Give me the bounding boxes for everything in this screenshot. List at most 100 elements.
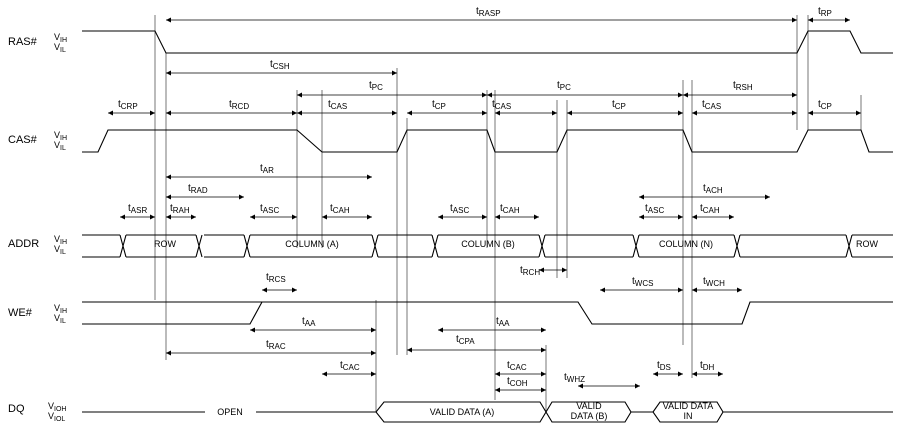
timing-wcs: tWCS xyxy=(600,276,683,293)
arrowhead xyxy=(729,214,734,220)
arrowhead xyxy=(487,92,492,98)
signal-labels: RAS# VIH VIL CAS# VIH VIL ADDR VIH VIL W… xyxy=(8,32,67,423)
arrowhead xyxy=(407,110,412,116)
arrowhead xyxy=(678,287,683,293)
timing-label: tACH xyxy=(703,183,723,195)
timing-cah1: tCAH xyxy=(322,203,372,220)
arrowhead xyxy=(495,110,500,116)
arrowhead xyxy=(534,214,539,220)
timing-asc1: tASC xyxy=(250,203,297,220)
timing-cah2: tCAH xyxy=(495,203,539,220)
timing-ach: tACH xyxy=(639,183,770,200)
timing-rch: tRCH xyxy=(520,265,567,277)
arrowhead xyxy=(639,214,644,220)
arrowhead xyxy=(678,92,683,98)
arrowhead xyxy=(541,387,546,393)
arrowhead xyxy=(166,110,171,116)
addr-column-a-label: COLUMN (A) xyxy=(285,239,339,249)
arrowhead xyxy=(239,194,244,200)
arrowhead xyxy=(191,214,196,220)
addr-bus-transition xyxy=(119,234,127,258)
timing-label: tCAC xyxy=(340,360,360,372)
timing-label: tCAS xyxy=(328,99,347,111)
timing-asc2: tASC xyxy=(438,203,487,220)
addr-bus-transition xyxy=(733,234,741,258)
arrowhead xyxy=(166,194,171,200)
arrowhead xyxy=(166,174,171,180)
timing-rac: tRAC xyxy=(166,339,376,356)
we-low-pulse xyxy=(82,301,263,325)
addr-bus-transition xyxy=(371,234,379,258)
timing-csh: tCSH xyxy=(166,59,397,76)
arrowhead xyxy=(367,214,372,220)
addr-bus-transition xyxy=(431,234,439,258)
arrowhead xyxy=(297,92,302,98)
signal-we-label: WE# xyxy=(8,307,33,319)
arrowhead xyxy=(541,347,546,353)
timing-label: tDS xyxy=(657,360,671,372)
arrowhead xyxy=(150,110,155,116)
arrowhead xyxy=(495,214,500,220)
timing-cah3: tCAH xyxy=(692,203,734,220)
timing-coh: tCOH xyxy=(495,376,546,393)
timing-label: tCAH xyxy=(500,203,520,215)
arrowhead xyxy=(808,17,813,23)
arrowhead xyxy=(692,371,697,377)
timing-label: tCRP xyxy=(118,99,138,111)
arrowhead xyxy=(108,110,113,116)
timing-label: tCAC xyxy=(507,360,527,372)
arrowhead xyxy=(600,287,605,293)
timing-cac2: tCAC xyxy=(495,360,546,377)
arrowhead xyxy=(250,214,255,220)
timing-label: tRCH xyxy=(520,265,540,277)
timing-label: tPC xyxy=(369,80,383,92)
arrowhead xyxy=(495,371,500,377)
timing-cas1: tCAS xyxy=(297,99,397,116)
addr-bus-transition xyxy=(195,234,203,258)
timing-rcs: tRCS xyxy=(262,272,297,293)
arrowhead xyxy=(539,267,544,273)
arrowhead xyxy=(765,194,770,200)
addr-row-2-label: ROW xyxy=(856,239,879,249)
addr-bus-transition xyxy=(243,234,251,258)
timing-label: tWCS xyxy=(632,276,653,288)
timing-label: tRAD xyxy=(188,183,208,195)
timing-wch: tWCH xyxy=(692,276,742,293)
timing-aa1: tAA xyxy=(250,316,376,333)
arrowhead xyxy=(692,214,697,220)
arrowhead xyxy=(166,17,171,23)
timing-aa2: tAA xyxy=(438,316,546,333)
timing-asr: tASR xyxy=(120,203,155,220)
timing-label: tAA xyxy=(302,316,316,328)
arrowhead xyxy=(495,387,500,393)
timing-label: tCAH xyxy=(700,203,720,215)
timing-label: tCP xyxy=(818,99,832,111)
arrowhead xyxy=(322,371,327,377)
arrowhead xyxy=(166,350,171,356)
arrowhead xyxy=(692,287,697,293)
timing-label: tASC xyxy=(450,203,469,215)
timing-rah: tRAH xyxy=(166,203,196,220)
arrowhead xyxy=(371,350,376,356)
timing-label: tRAC xyxy=(266,339,286,351)
timing-ds: tDS xyxy=(653,360,683,377)
dq-valid-in-label-1: VALID DATA xyxy=(663,401,714,411)
arrowhead xyxy=(438,327,443,333)
timing-cp1: tCP xyxy=(407,99,487,116)
dq-valid-b-label-1: VALID xyxy=(576,401,602,411)
timing-label: tRP xyxy=(818,6,832,18)
dq-valid-in-label-2: IN xyxy=(684,411,693,421)
addr-column-b-label: COLUMN (B) xyxy=(461,239,515,249)
addr-bus-transition xyxy=(538,234,546,258)
ras-waveform xyxy=(82,30,893,54)
timing-crp: tCRP xyxy=(108,99,155,116)
timing-label: tAA xyxy=(496,316,510,328)
guide-lines xyxy=(154,15,862,412)
timing-label: tRASP xyxy=(476,6,501,18)
timing-label: tCAS xyxy=(702,99,721,111)
timing-label: tCOH xyxy=(507,376,528,388)
arrowhead xyxy=(678,214,683,220)
timing-pc1: tPC xyxy=(297,80,487,98)
